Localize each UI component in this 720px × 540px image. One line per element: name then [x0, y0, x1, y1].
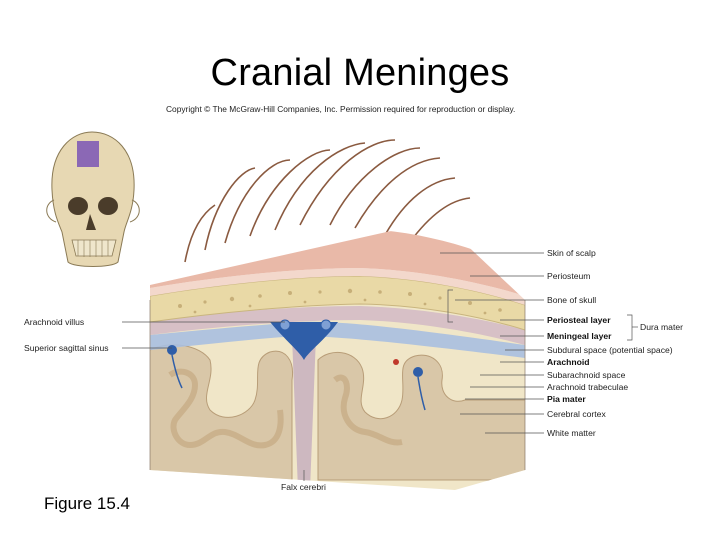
label-periosteum: Periosteum: [547, 271, 590, 281]
label-dura-mater: Dura mater: [640, 322, 683, 332]
label-skin-of-scalp: Skin of scalp: [547, 248, 596, 258]
dura-layer: [150, 306, 525, 345]
label-subdural-space: Subdural space (potential space): [547, 345, 673, 355]
label-subarachnoid-space: Subarachnoid space: [547, 370, 626, 380]
label-falx-cerebri: Falx cerebri: [281, 482, 326, 492]
bone-layer: [150, 275, 525, 331]
figure-caption: Figure 15.4: [44, 494, 130, 513]
page-title: Cranial Meninges: [210, 52, 510, 94]
label-white-matter: White matter: [547, 428, 596, 438]
label-meningeal-layer: Meningeal layer: [547, 331, 612, 341]
label-arachnoid-villus: Arachnoid villus: [24, 317, 84, 327]
subarachnoid-band: [150, 321, 525, 358]
skull-icon: [46, 131, 140, 267]
label-bone-of-skull: Bone of skull: [547, 295, 596, 305]
label-periosteal-layer: Periosteal layer: [547, 315, 611, 325]
highlight-region: [77, 141, 99, 167]
cortex-right: [317, 352, 525, 481]
hair-strands: [184, 139, 471, 263]
label-arachnoid: Arachnoid: [547, 357, 590, 367]
left-leader-lines: [122, 321, 305, 481]
label-arachnoid-trabeculae: Arachnoid trabeculae: [547, 382, 628, 392]
label-pia-mater: Pia mater: [547, 394, 586, 404]
label-cerebral-cortex: Cerebral cortex: [547, 409, 606, 419]
label-superior-sagittal-sinus: Superior sagittal sinus: [24, 343, 109, 353]
superior-sagittal-sinus: [270, 322, 338, 360]
falx-cerebri: [292, 336, 316, 490]
right-leader-lines: [440, 252, 638, 434]
periosteum-layer: [150, 268, 525, 305]
copyright-notice: Copyright © The McGraw-Hill Companies, I…: [166, 104, 516, 114]
